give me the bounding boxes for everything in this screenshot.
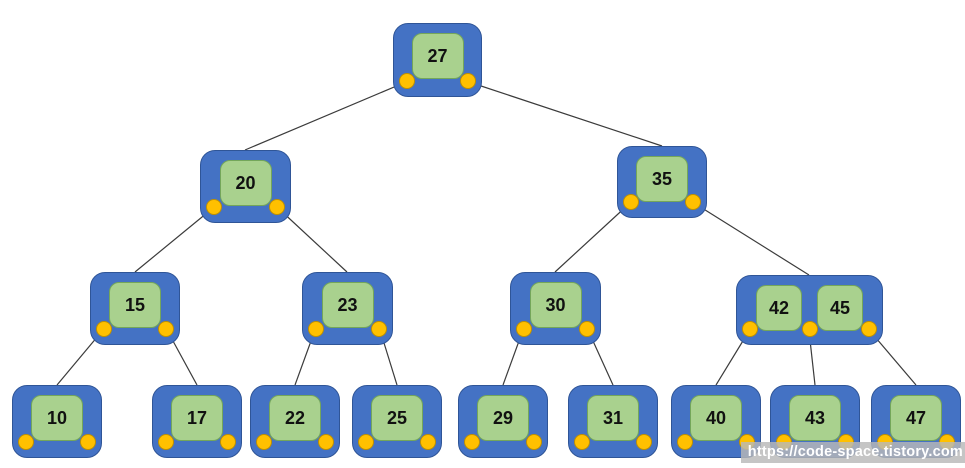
child-pointer-dot <box>685 194 701 210</box>
node-keys: 35 <box>618 156 706 202</box>
tree-node-10: 10 <box>12 385 102 458</box>
node-keys: 22 <box>251 395 339 441</box>
node-keys: 47 <box>872 395 960 441</box>
node-key: 40 <box>690 395 742 441</box>
tree-node-27: 27 <box>393 23 482 97</box>
node-keys: 29 <box>459 395 547 441</box>
child-pointer-dot <box>742 321 758 337</box>
node-key: 15 <box>109 282 161 328</box>
node-key: 22 <box>269 395 321 441</box>
tree-edge-n35-n42-45 <box>693 202 810 276</box>
node-key: 27 <box>411 33 464 79</box>
node-keys: 15 <box>91 282 179 328</box>
node-key: 29 <box>477 395 529 441</box>
node-keys: 40 <box>672 395 760 441</box>
node-key: 47 <box>890 395 942 441</box>
node-keys: 25 <box>353 395 441 441</box>
node-keys: 20 <box>201 160 290 206</box>
child-pointer-dot <box>636 434 652 450</box>
child-pointer-dot <box>579 321 595 337</box>
tree-node-15: 15 <box>90 272 180 345</box>
child-pointer-dot <box>206 199 222 215</box>
node-keys: 23 <box>303 282 392 328</box>
node-key: 45 <box>817 285 863 331</box>
tree-node-42-45: 42 45 <box>736 275 883 345</box>
node-keys: 31 <box>569 395 657 441</box>
child-pointer-dot <box>18 434 34 450</box>
node-key: 30 <box>529 282 582 328</box>
tree-node-30: 30 <box>510 272 601 345</box>
tree-node-31: 31 <box>568 385 658 458</box>
node-keys: 30 <box>511 282 600 328</box>
child-pointer-dot <box>460 73 476 89</box>
child-pointer-dot <box>464 434 480 450</box>
node-keys: 42 45 <box>737 285 882 331</box>
node-key: 42 <box>756 285 802 331</box>
child-pointer-dot <box>220 434 236 450</box>
node-key: 17 <box>171 395 223 441</box>
tree-edge-n35-n30 <box>554 202 631 273</box>
node-keys: 27 <box>394 33 481 79</box>
tree-node-35: 35 <box>617 146 707 218</box>
child-pointer-dot <box>371 321 387 337</box>
tree-node-20: 20 <box>200 150 291 223</box>
node-key: 20 <box>219 160 272 206</box>
node-keys: 10 <box>13 395 101 441</box>
node-keys: 43 <box>771 395 859 441</box>
tree-node-29: 29 <box>458 385 548 458</box>
child-pointer-dot <box>96 321 112 337</box>
child-pointer-dot <box>420 434 436 450</box>
tree-edge-n27-n35 <box>468 81 663 147</box>
child-pointer-dot <box>801 321 818 337</box>
child-pointer-dot <box>158 434 174 450</box>
node-key: 43 <box>789 395 841 441</box>
child-pointer-dot <box>399 73 415 89</box>
tree-node-25: 25 <box>352 385 442 458</box>
node-key: 25 <box>371 395 423 441</box>
child-pointer-dot <box>574 434 590 450</box>
child-pointer-dot <box>526 434 542 450</box>
node-keys: 17 <box>153 395 241 441</box>
tree-node-22: 22 <box>250 385 340 458</box>
child-pointer-dot <box>623 194 639 210</box>
child-pointer-dot <box>358 434 374 450</box>
node-key: 10 <box>31 395 83 441</box>
child-pointer-dot <box>677 434 693 450</box>
watermark: https://code-space.tistory.com <box>740 442 965 463</box>
tree-edge-n20-n15 <box>134 207 214 273</box>
tree-edge-n27-n20 <box>244 81 407 151</box>
child-pointer-dot <box>861 321 877 337</box>
child-pointer-dot <box>308 321 324 337</box>
node-key: 23 <box>321 282 374 328</box>
child-pointer-dot <box>269 199 285 215</box>
child-pointer-dot <box>158 321 174 337</box>
tree-node-17: 17 <box>152 385 242 458</box>
child-pointer-dot <box>318 434 334 450</box>
child-pointer-dot <box>516 321 532 337</box>
tree-edge-n20-n23 <box>277 207 348 273</box>
child-pointer-dot <box>256 434 272 450</box>
node-key: 31 <box>587 395 639 441</box>
tree-node-23: 23 <box>302 272 393 345</box>
node-key: 35 <box>636 156 688 202</box>
child-pointer-dot <box>80 434 96 450</box>
